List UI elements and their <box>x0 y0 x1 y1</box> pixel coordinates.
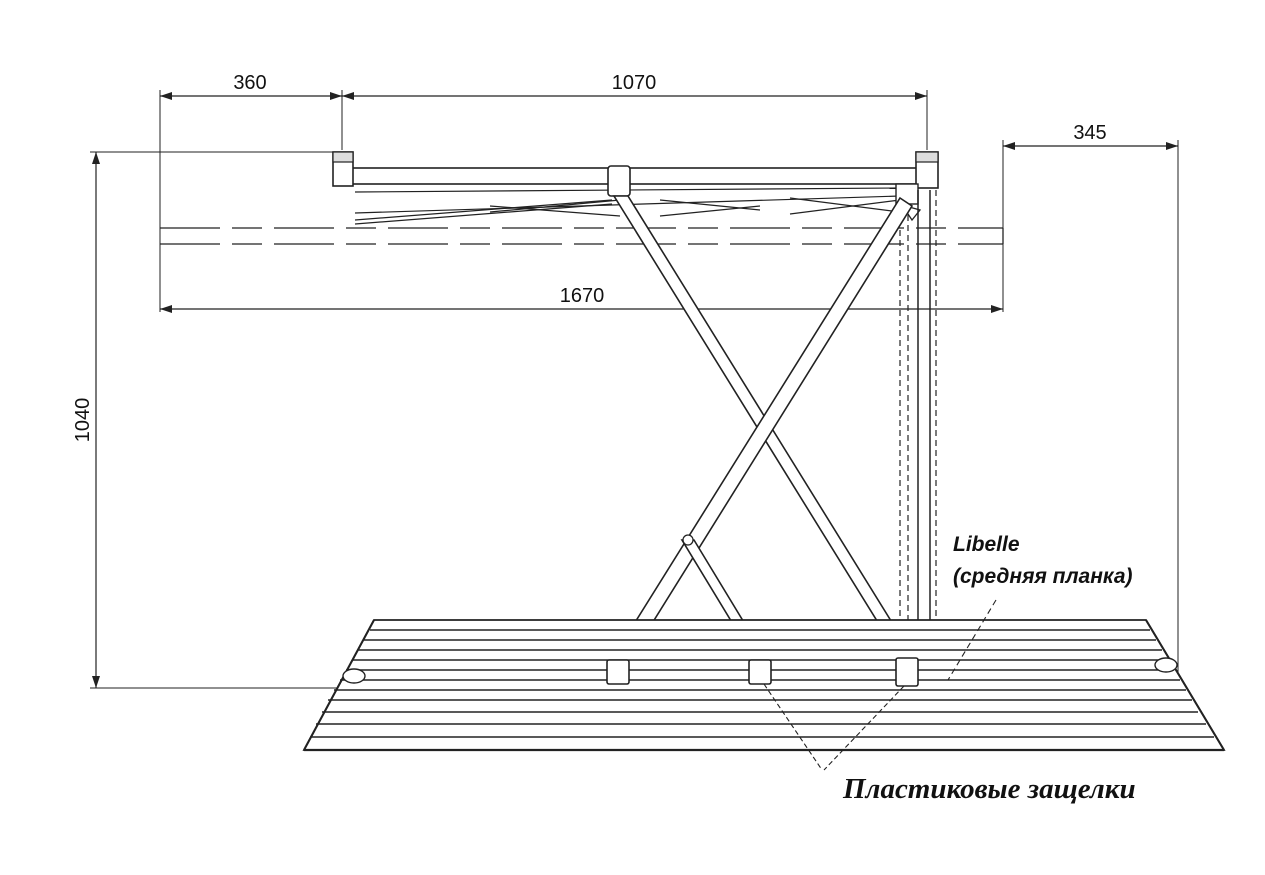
label-plastic-clips: Пластиковые защелки <box>842 773 1136 805</box>
plastic-clip-3 <box>895 657 919 687</box>
dimension-height: 1040 <box>72 151 350 689</box>
plastic-clip-2 <box>748 659 772 685</box>
dim-label-360: 360 <box>233 72 266 94</box>
rack-corner-clip-left <box>342 668 366 684</box>
hinge-top-middle <box>607 165 631 197</box>
leader-line-middle-bar <box>947 599 997 681</box>
dimension-overall-width: 1670 <box>160 285 1003 313</box>
top-frame <box>344 167 926 225</box>
label-libelle: Libelle <box>953 533 1020 556</box>
dimension-top-left: 360 <box>159 72 343 312</box>
dim-label-345: 345 <box>1073 122 1106 144</box>
rack-corner-clip-right <box>1154 657 1178 673</box>
dim-label-1070: 1070 <box>612 72 657 94</box>
dimension-top-span: 1070 <box>342 72 928 150</box>
dimension-right-offset: 345 <box>1002 122 1179 690</box>
dim-label-1040: 1040 <box>72 398 94 443</box>
wall-bracket-left <box>332 151 354 187</box>
wall-rail <box>160 227 1004 245</box>
bottom-rack <box>302 619 1226 752</box>
plastic-clip-1 <box>606 659 630 685</box>
dim-label-1670: 1670 <box>560 285 605 307</box>
wall-bracket-right <box>915 151 939 189</box>
label-middle-bar: (средняя планка) <box>953 565 1133 588</box>
leader-lines-clips <box>763 683 905 771</box>
